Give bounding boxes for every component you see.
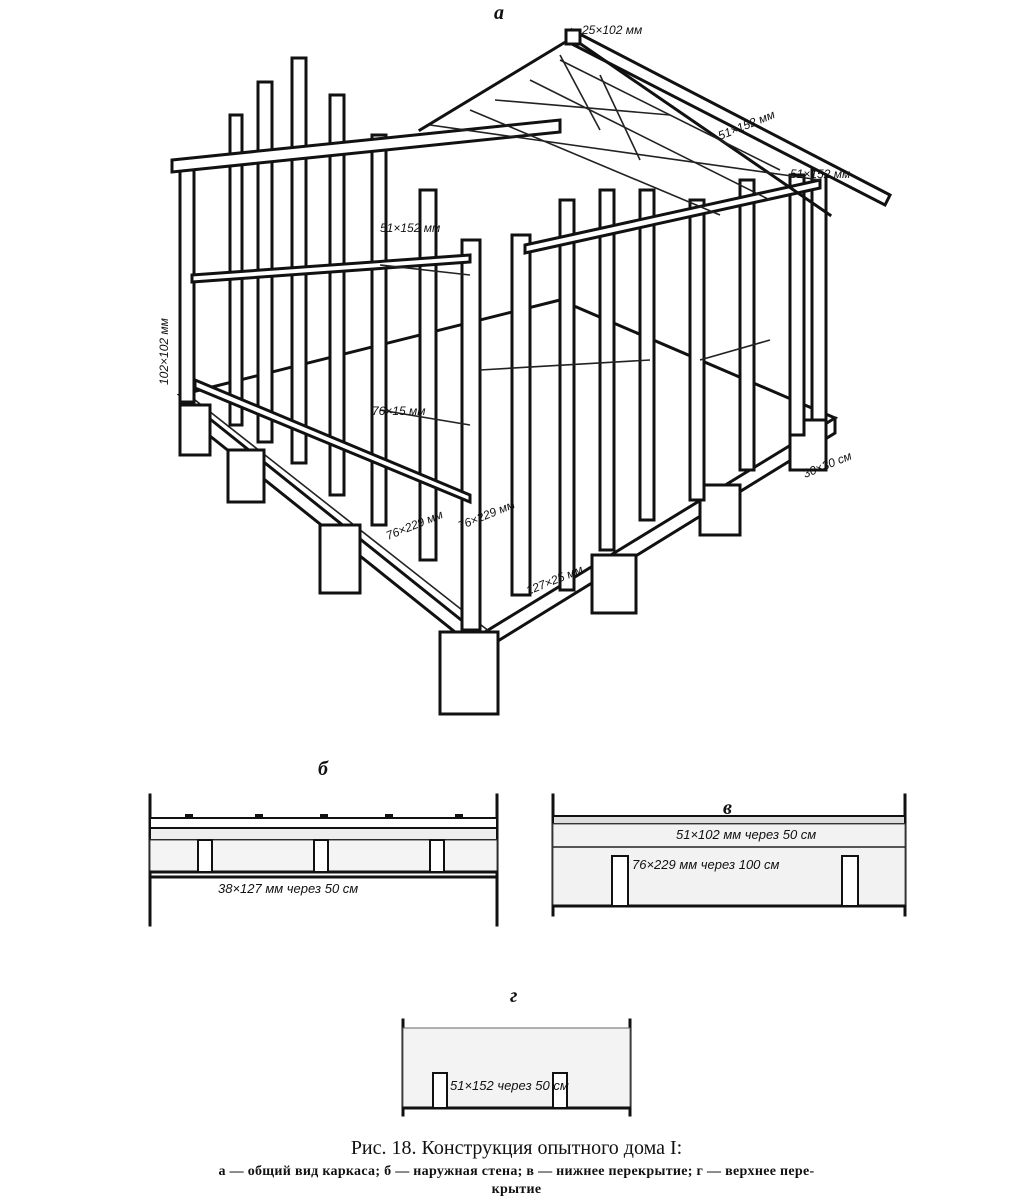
figure-caption-title: Рис. 18. Конструкция опытного дома I: [350, 1137, 683, 1159]
left-wall-studs [170, 56, 562, 632]
dim-beam-upper: 51×152 мм [380, 221, 440, 235]
figure-caption-line1: а — общий вид каркаса; б — наружная стен… [218, 1164, 815, 1179]
section-g-drawing [401, 1018, 632, 1117]
panel-label-v: в [723, 797, 732, 819]
dim-eave: 51×152 мм [790, 167, 850, 181]
panel-label-a: а [494, 2, 504, 24]
dim-ridge: 25×102 мм [581, 23, 642, 37]
panel-label-b: б [318, 758, 328, 780]
figure-caption-line2: крытие [491, 1182, 542, 1197]
right-wall-studs [479, 168, 828, 592]
roof-trusses [417, 27, 893, 218]
foundation-piers [178, 403, 828, 716]
section-b-label: 38×127 мм через 50 см [218, 881, 359, 896]
section-b-drawing [148, 793, 499, 927]
dim-corner-post: 102×102 мм [157, 318, 171, 385]
dim-stud: 76×15 мм [372, 404, 426, 418]
panel-label-g: г [510, 985, 518, 1007]
section-v-label-mid: 76×229 мм через 100 см [632, 857, 780, 872]
section-v-label-top: 51×102 мм через 50 см [676, 827, 817, 842]
section-g-label: 51×152 через 50 см [450, 1078, 569, 1093]
floor-platform [176, 298, 839, 654]
section-v-drawing [551, 793, 907, 917]
